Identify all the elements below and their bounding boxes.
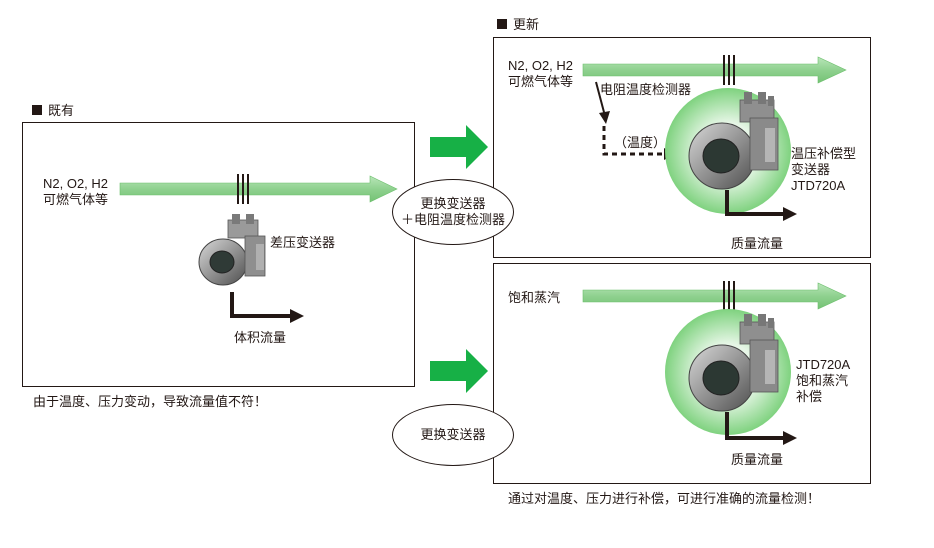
jtd720a-transmitter-bottom-icon (688, 314, 779, 412)
left-gas-label: N2, O2, H2 可燃气体等 (43, 176, 109, 207)
left-pipe-arrow (119, 174, 398, 204)
option-replace-transmitter-rtd: 更换变送器 ＋电阻温度检测器 (392, 179, 514, 245)
right-bottom-pipe-arrow (582, 281, 847, 311)
temperature-label: （温度） (614, 135, 667, 150)
volume-flow-label: 体积流量 (234, 330, 287, 345)
top-mass-flow-label: 质量流量 (731, 236, 784, 251)
option-replace-transmitter: 更换变送器 (392, 404, 514, 466)
rtd-pointer-arrow (595, 81, 606, 117)
upgrade-arrow-top (430, 125, 488, 169)
right-top-gas-label: N2, O2, H2 可燃气体等 (508, 58, 574, 89)
bottom-output-arrow (725, 412, 785, 440)
right-caption: 通过对温度、压力进行补偿，可进行准确的流量检测！ (508, 491, 821, 506)
left-caption: 由于温度、压力变动，导致流量值不符！ (33, 394, 268, 409)
left-output-arrow (230, 292, 292, 318)
jtd720a-transmitter-top-icon (688, 92, 779, 190)
rtd-label: 电阻温度检测器 (600, 82, 692, 97)
bottom-device-label: JTD720A 饱和蒸汽 补偿 (796, 357, 851, 404)
upgrade-arrow-bottom (430, 349, 488, 393)
square-bullet-icon (32, 104, 42, 115)
temperature-signal-line (602, 126, 668, 156)
steam-label: 饱和蒸汽 (508, 290, 561, 305)
bottom-mass-flow-label: 质量流量 (731, 452, 784, 467)
left-section-label: 既有 (32, 100, 74, 119)
dp-transmitter-icon (198, 214, 266, 286)
right-top-pipe-arrow (582, 55, 847, 85)
top-device-label: 温压补偿型 变送器 JTD720A (791, 146, 857, 193)
top-output-arrow (725, 190, 785, 216)
square-bullet-icon (497, 18, 507, 29)
dp-transmitter-label: 差压变送器 (270, 235, 336, 250)
right-section-label: 更新 (497, 14, 539, 33)
